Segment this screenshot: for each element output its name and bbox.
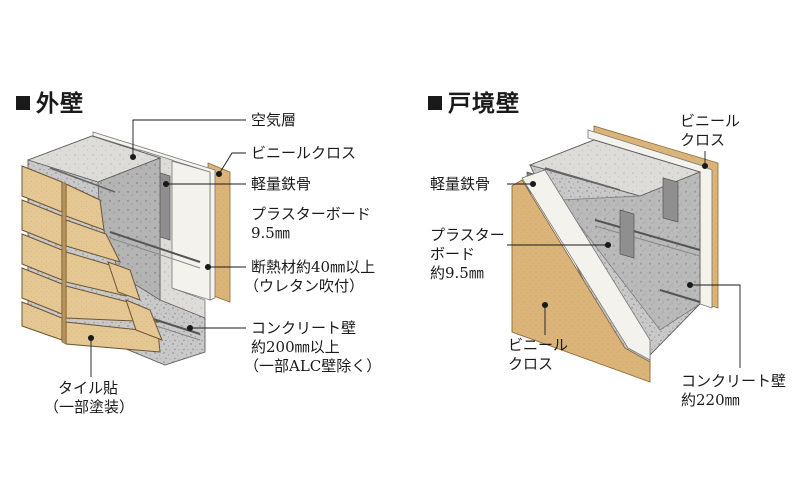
label-tile: タイル貼 （一部塗装） (44, 379, 135, 416)
label-vinyl-cloth: ビニールクロス (251, 144, 357, 162)
outer-wall-illustration (21, 131, 231, 366)
label-concrete-wall: コンクリート壁 約200㎜以上 （一部ALC壁除く） (244, 319, 382, 375)
square-bullet-icon (428, 96, 442, 110)
party-plaster-board-front (521, 169, 651, 361)
label-air-layer: 空気層 (251, 111, 297, 129)
label-party-plaster-board: プラスター ボード 約9.5㎜ (430, 226, 505, 282)
party-wall-title: 戸境壁 (428, 84, 520, 118)
leader-lines (87, 119, 741, 377)
party-wall-illustration (511, 125, 719, 383)
label-party-vinyl-cloth-top: ビニール クロス (680, 112, 741, 149)
label-steel-frame: 軽量鉄骨 (251, 175, 312, 193)
square-bullet-icon (16, 96, 30, 110)
label-party-steel-frame: 軽量鉄骨 (430, 175, 491, 193)
label-party-vinyl-cloth-bottom: ビニール クロス (508, 336, 569, 373)
label-party-concrete-wall: コンクリート壁 約220㎜ (681, 372, 787, 409)
label-plaster-board: プラスターボード 9.5㎜ (251, 205, 371, 242)
outer-wall-title: 外壁 (16, 84, 84, 118)
party-vinyl-cloth-front (511, 179, 651, 383)
label-insulation: 断熱材約40㎜以上 （ウレタン吹付） (244, 258, 376, 295)
